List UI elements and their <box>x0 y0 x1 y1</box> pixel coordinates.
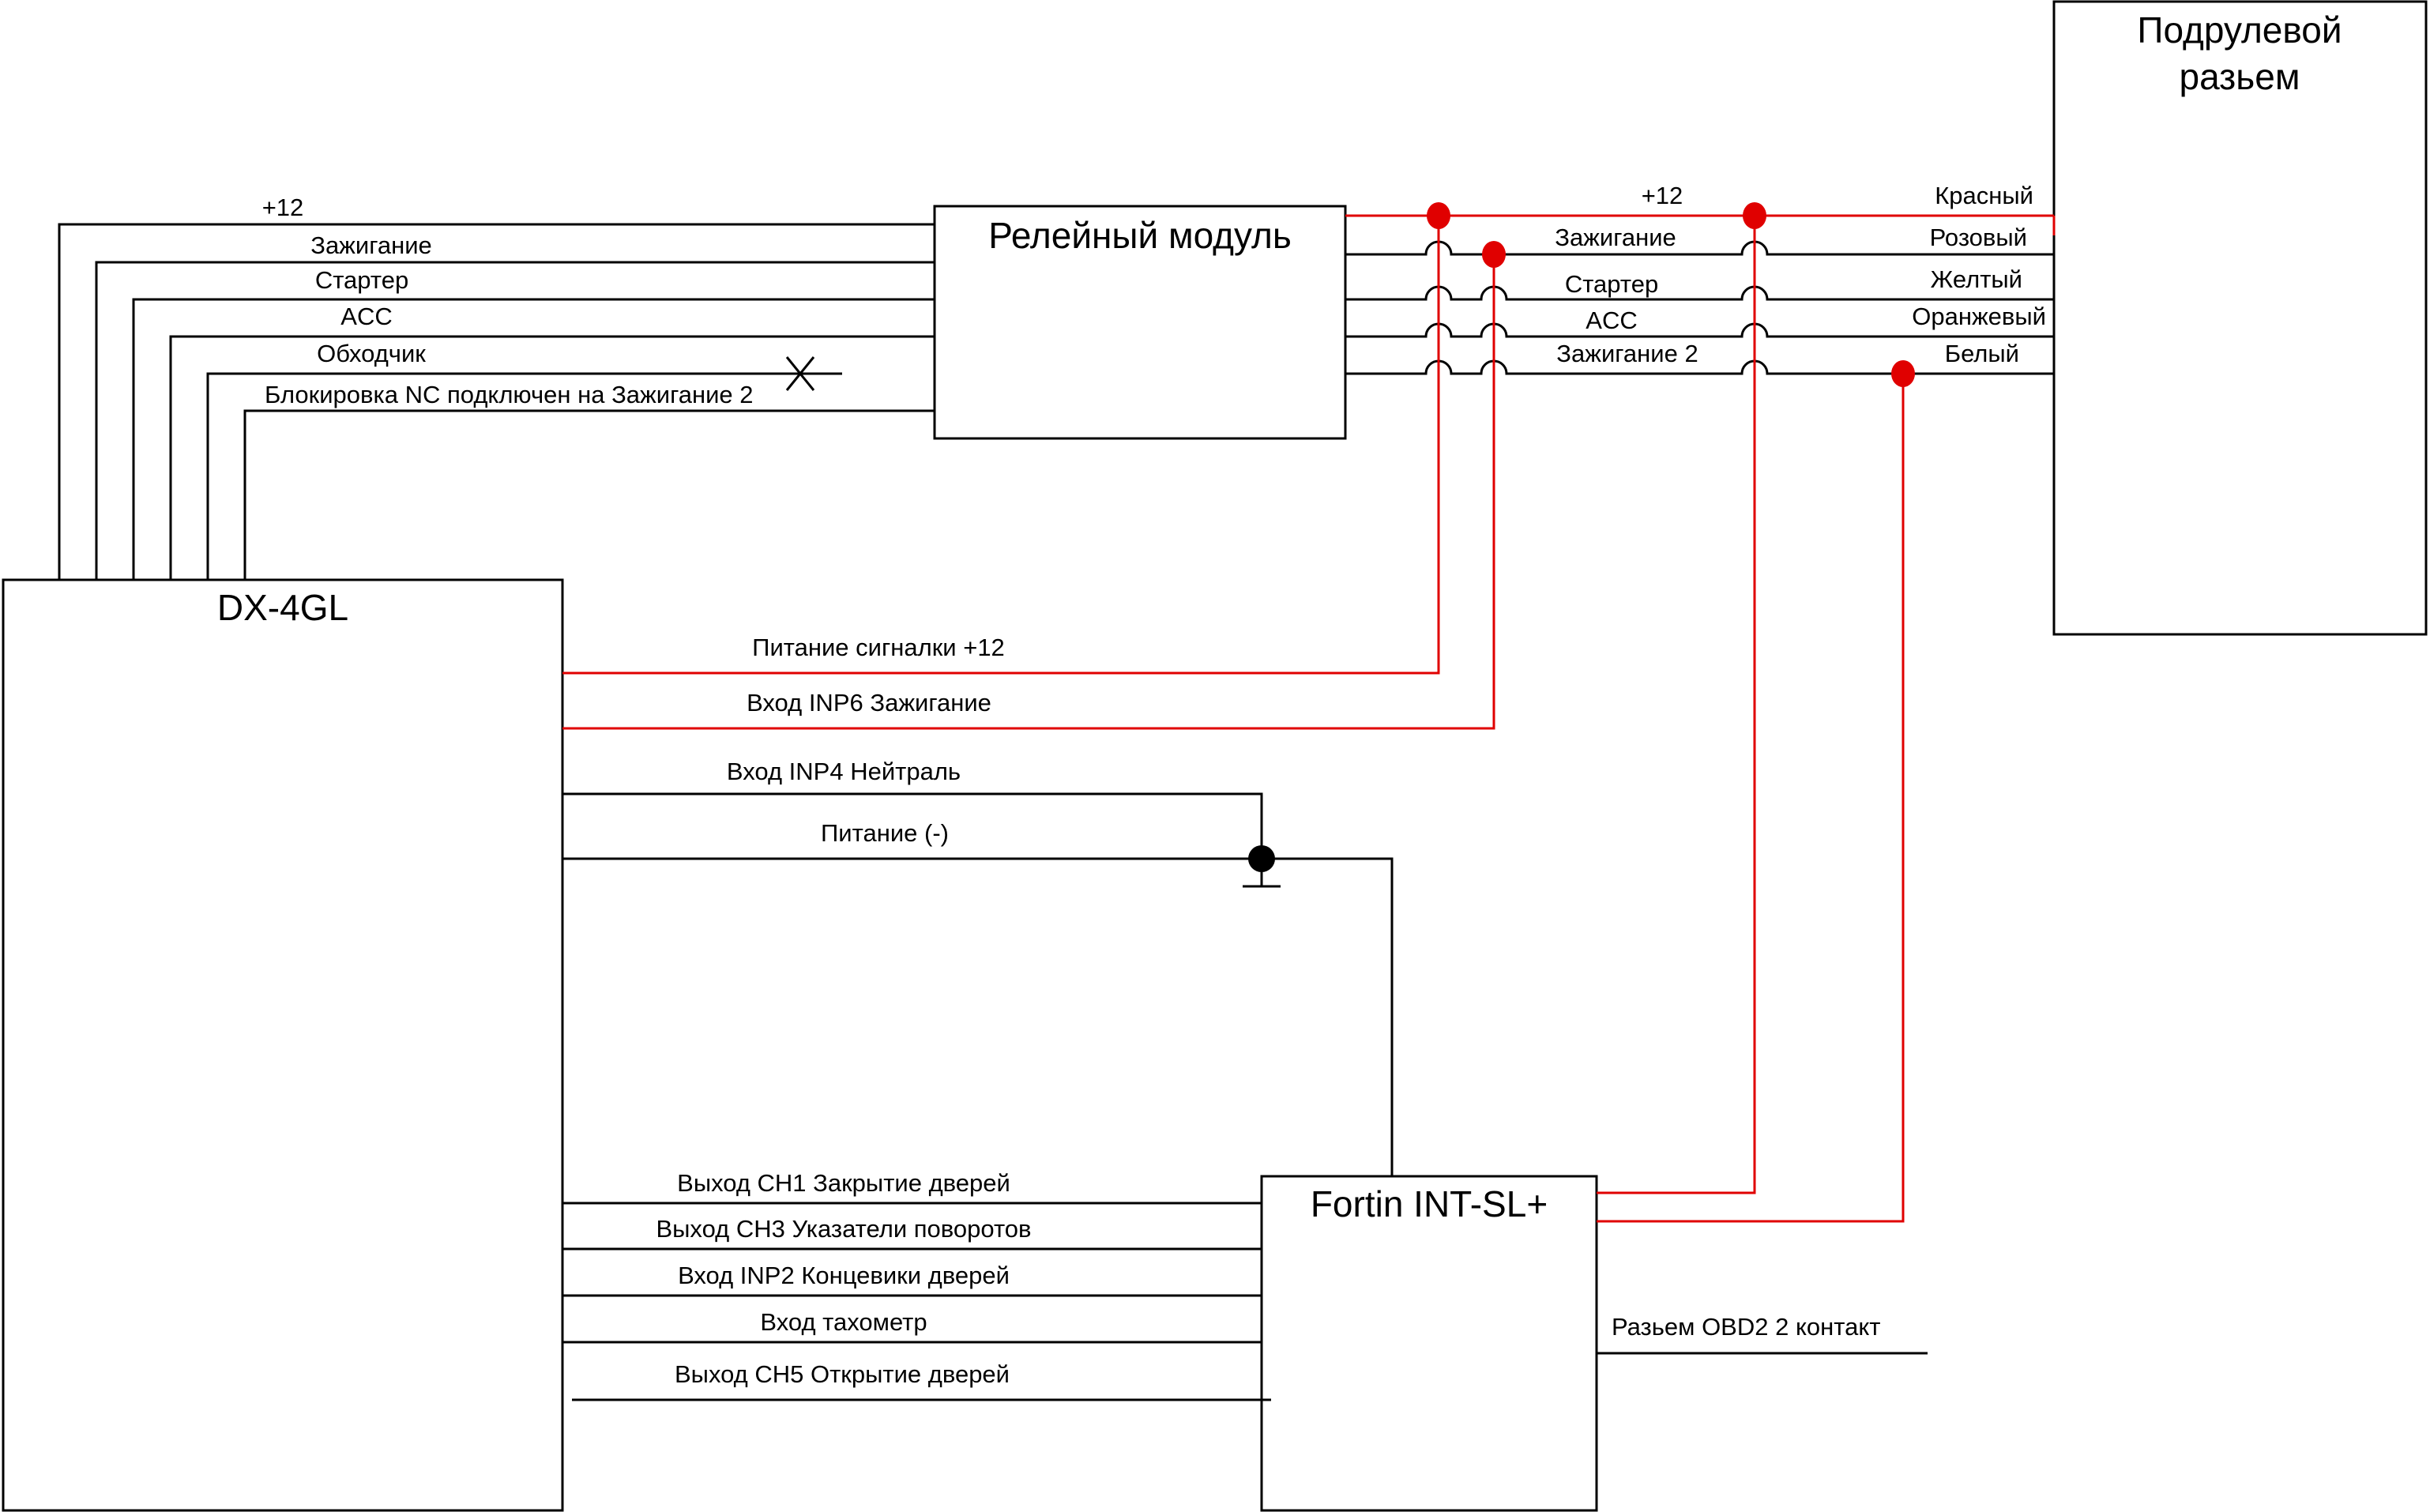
steering-connector-title-line1: Подрулевой <box>2137 9 2342 51</box>
wire-label: ACC <box>340 303 392 330</box>
fortin-title: Fortin INT-SL+ <box>1311 1183 1548 1224</box>
harness-relay-to-connector: +12 Красный Зажигание Розовый Стартер Же… <box>1345 182 2056 375</box>
wire-label: Питание сигналки +12 <box>752 634 1005 661</box>
wire-label: Зажигание 2 <box>1556 340 1698 367</box>
steering-connector-title-line2: разьем <box>2180 56 2300 97</box>
color-label-orange: Оранжевый <box>1912 303 2046 330</box>
color-label-white: Белый <box>1945 340 2019 367</box>
block-fortin[interactable]: Fortin INT-SL+ <box>1260 1175 1598 1512</box>
block-dx4gl[interactable]: DX-4GL <box>2 578 564 1512</box>
wire-label: Вход INP6 Зажигание <box>747 689 991 717</box>
fortin-obd: Разьем OBD2 2 контакт <box>1597 1313 1928 1355</box>
wire-ignition-pink[interactable] <box>1345 240 2054 256</box>
wire-inp4-neutral[interactable] <box>562 792 1263 859</box>
harness-alarm-to-fortin: Выход CH1 Закрытие дверей Выход CH3 Указ… <box>562 1169 1271 1401</box>
color-label-yellow: Желтый <box>1931 265 2022 293</box>
wire-inp6-ignition[interactable] <box>562 254 1495 730</box>
wire-starter-alarm-relay[interactable] <box>132 298 935 580</box>
steering-connector-box <box>2052 0 2428 636</box>
wire-12v-alarm-relay[interactable] <box>58 223 935 580</box>
wire-label: Выход CH3 Указатели поворотов <box>656 1215 1031 1243</box>
ground-icon <box>1243 859 1281 888</box>
dx4gl-title: DX-4GL <box>217 587 348 628</box>
wire-label: Разьем OBD2 2 контакт <box>1612 1313 1880 1341</box>
fortin-box <box>1260 1175 1598 1512</box>
wire-label: Стартер <box>315 266 408 294</box>
junction-dot-fortin-12v <box>1743 202 1766 229</box>
red-taps: Питание сигналки +12 Вход INP6 Зажигание <box>562 202 1915 1223</box>
relay-module-title: Релейный модуль <box>988 215 1292 256</box>
wire-label: Стартер <box>1565 270 1658 298</box>
wire-label: Зажигание <box>1555 224 1676 251</box>
wire-label: +12 <box>1642 182 1683 209</box>
wire-label: Выход CH1 Закрытие дверей <box>677 1169 1010 1197</box>
wire-fortin-12v[interactable] <box>1597 216 1756 1194</box>
wire-fortin-ignition2[interactable] <box>1597 374 1905 1223</box>
wire-label: Вход INP4 Нейтраль <box>727 758 961 785</box>
not-connected-x-icon <box>785 356 815 391</box>
relay-module-box <box>933 205 1347 440</box>
ground-network: Вход INP4 Нейтраль Питание (-) <box>562 758 1394 1176</box>
wire-ignition-alarm-relay[interactable] <box>95 261 935 580</box>
wire-label: ACC <box>1586 307 1637 334</box>
dx4gl-box <box>2 578 564 1512</box>
wire-alarm-power-12v[interactable] <box>562 216 1440 675</box>
wire-acc-alarm-relay[interactable] <box>169 335 935 580</box>
wire-immobilizer-nc[interactable] <box>243 409 935 580</box>
wire-label: Выход CH5 Открытие дверей <box>675 1360 1010 1388</box>
block-relay-module[interactable]: Релейный модуль <box>933 205 1347 440</box>
junction-dot-ignition <box>1482 241 1506 268</box>
wire-bypass-unconnected[interactable] <box>206 372 842 580</box>
wire-label: Блокировка NC подключен на Зажигание 2 <box>265 381 754 408</box>
wire-label: Питание (-) <box>821 819 949 847</box>
junction-dot-ignition2 <box>1891 360 1915 387</box>
block-steering-connector[interactable]: Подрулевой разьем <box>2052 0 2428 636</box>
harness-alarm-to-relay: +12 Зажигание Стартер ACC Обходчик Блоки… <box>58 194 935 580</box>
color-label-red: Красный <box>1935 182 2033 209</box>
wire-label: Зажигание <box>310 231 432 259</box>
color-label-pink: Розовый <box>1930 224 2027 251</box>
wire-label: Вход INP2 Концевики дверей <box>678 1262 1010 1289</box>
junction-dot-12v <box>1427 202 1450 229</box>
wire-label: +12 <box>262 194 304 221</box>
wire-power-negative[interactable] <box>562 857 1394 1176</box>
wire-label: Обходчик <box>317 340 426 367</box>
wire-label: Вход тахометр <box>760 1308 927 1336</box>
